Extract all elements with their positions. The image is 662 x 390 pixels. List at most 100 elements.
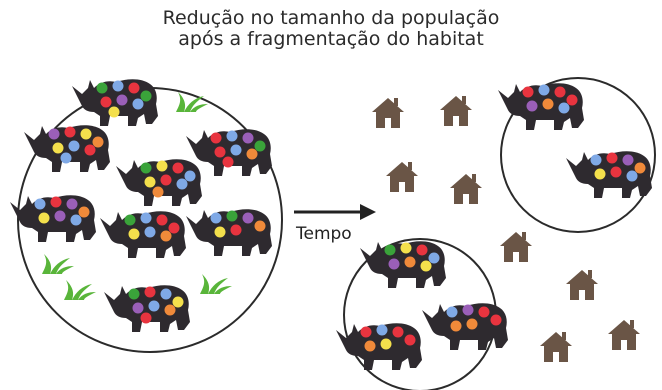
grass-icon — [42, 254, 74, 274]
rhino-spot — [446, 306, 458, 318]
rhino-spot — [156, 160, 168, 172]
rhino-spot — [542, 98, 554, 110]
rhino-spot — [92, 136, 104, 148]
rhino-icon — [498, 83, 584, 130]
rhino-spot — [176, 178, 188, 190]
rhino-spot — [140, 90, 152, 102]
rhino-spot — [538, 84, 550, 96]
rhino-spot — [384, 244, 396, 256]
rhino-spot — [466, 318, 478, 330]
rhino-spot — [634, 162, 646, 174]
rhino-spot — [172, 296, 184, 308]
rhino-spot — [148, 300, 160, 312]
rhino-spot — [566, 94, 578, 106]
rhino-spot — [462, 304, 474, 316]
rhino-icon — [116, 159, 202, 206]
rhino-spot — [132, 302, 144, 314]
rhino-spot — [554, 86, 566, 98]
rhino-spot — [606, 152, 618, 164]
rhino-spot — [164, 304, 176, 316]
rhino-spot — [66, 198, 78, 210]
house-icon — [540, 332, 572, 362]
rhino-spot — [64, 126, 76, 138]
rhino-spot — [68, 140, 80, 152]
rhino-spot — [100, 96, 112, 108]
rhino-spot — [38, 212, 50, 224]
rhino-spot — [52, 142, 64, 154]
rhino-spot — [242, 212, 254, 224]
house-icon — [440, 96, 472, 126]
rhino-icon — [10, 195, 96, 242]
house-icon — [372, 98, 404, 128]
rhino-spot — [526, 100, 538, 112]
rhino-spot — [254, 140, 266, 152]
title-line-1: Redução no tamanho da população — [162, 7, 500, 29]
rhino-spot — [140, 212, 152, 224]
rhino-spot — [360, 326, 372, 338]
rhino-spot — [54, 210, 66, 222]
rhino-spot — [140, 312, 152, 324]
rhino-spot — [376, 324, 388, 336]
rhino-icon — [186, 129, 272, 176]
rhino-spot — [128, 82, 140, 94]
rhino-spot — [48, 128, 60, 140]
rhino-icon — [566, 151, 652, 198]
rhino-spot — [478, 306, 490, 318]
rhino-spot — [594, 168, 606, 180]
rhino-spot — [522, 86, 534, 98]
rhino-spot — [428, 252, 440, 264]
rhino-spot — [226, 210, 238, 222]
rhino-spot — [388, 258, 400, 270]
rhino-spot — [626, 170, 638, 182]
rhino-spot — [622, 154, 634, 166]
rhino-spot — [70, 214, 82, 226]
house-icon — [608, 320, 640, 350]
rhino-spot — [246, 148, 258, 160]
rhino-spot — [242, 132, 254, 144]
rhino-icon — [360, 241, 446, 288]
rhino-spot — [60, 152, 72, 164]
title-line-2: após a fragmentação do habitat — [178, 28, 484, 50]
rhino-spot — [128, 228, 140, 240]
rhino-spot — [80, 128, 92, 140]
rhino-spot — [400, 242, 412, 254]
rhino-icon — [104, 285, 190, 332]
rhino-spot — [214, 226, 226, 238]
rhino-spot — [160, 230, 172, 242]
rhino-spot — [96, 82, 108, 94]
rhino-spot — [490, 314, 502, 326]
rhino-spot — [144, 226, 156, 238]
rhino-spot — [128, 288, 140, 300]
rhino-spot — [254, 220, 266, 232]
rhino-spot — [34, 198, 46, 210]
rhino-spot — [392, 326, 404, 338]
rhino-spot — [558, 102, 570, 114]
rhino-spot — [160, 174, 172, 186]
rhino-spot — [108, 106, 120, 118]
rhino-icon — [186, 209, 272, 256]
rhino-spot — [132, 98, 144, 110]
rhino-spot — [144, 286, 156, 298]
house-icon — [566, 270, 598, 300]
rhino-spot — [168, 222, 180, 234]
rhino-spot — [230, 224, 242, 236]
rhino-spot — [184, 170, 196, 182]
rhino-spot — [590, 154, 602, 166]
rhino-spot — [50, 196, 62, 208]
rhino-spot — [78, 206, 90, 218]
rhino-icon — [72, 79, 158, 126]
grass-icon — [200, 274, 232, 294]
rhino-icon — [100, 211, 186, 258]
rhino-spot — [420, 260, 432, 272]
rhino-spot — [416, 244, 428, 256]
arrow-label: Tempo — [296, 224, 352, 244]
habitat-fragment-top — [500, 77, 656, 233]
rhino-spot — [172, 162, 184, 174]
rhino-spot — [144, 176, 156, 188]
rhino-spot — [116, 94, 128, 106]
house-icon — [500, 232, 532, 262]
rhino-spot — [380, 338, 392, 350]
rhino-spot — [226, 130, 238, 142]
rhino-icon — [24, 125, 110, 172]
